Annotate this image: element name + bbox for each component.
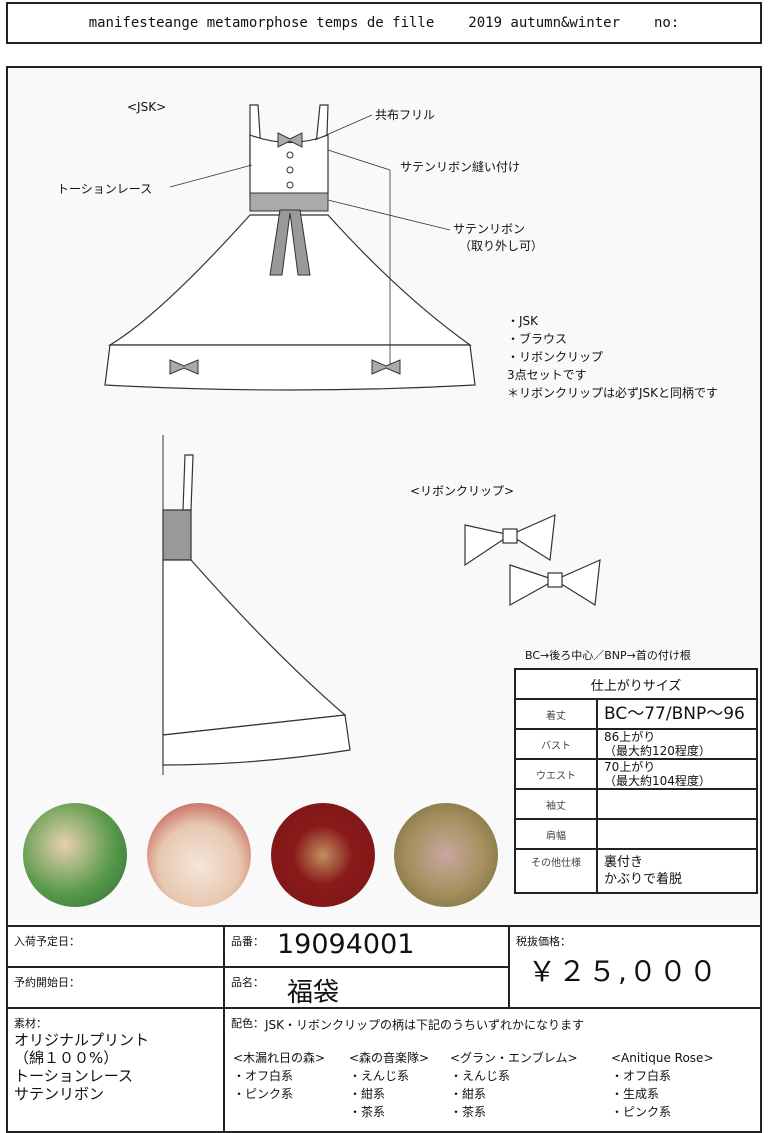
jsk-label: <JSK> — [127, 100, 167, 114]
size-value: 86上がり（最大約120程度） — [596, 728, 758, 760]
size-key: 袖丈 — [514, 788, 598, 820]
product-name: 福袋 — [287, 978, 340, 1008]
materials-list: オリジナルプリント（綿１００%）トーションレースサテンリボン — [14, 1031, 150, 1103]
size-title: 仕上がりサイズ — [514, 668, 758, 700]
name-cell: 品名：福袋 — [223, 966, 510, 1009]
ribbon-clip-drawing — [464, 514, 601, 607]
size-value — [596, 818, 758, 850]
code-cell: 品番：19094001 — [223, 925, 510, 968]
callout-frill: 共布フリル — [375, 108, 436, 122]
size-key: その他仕様 — [514, 848, 598, 894]
size-value: BC～77/BNP～96 — [596, 698, 758, 730]
pattern-4: <Anitique Rose>・オフ白系・生成系・ピンク系 — [611, 1051, 714, 1119]
note-line: ・JSK — [507, 314, 539, 328]
swatch-music — [147, 803, 251, 907]
callout-removable: （取り外し可） — [459, 239, 544, 253]
jsk-front-drawing — [104, 104, 476, 391]
callout-ribbon-sewn: サテンリボン縫い付け — [400, 160, 521, 174]
callout-lace: トーションレース — [57, 182, 153, 196]
price-cell: 税抜価格：￥２５,０００ — [508, 925, 762, 1009]
jsk-side-drawing — [162, 435, 351, 775]
number-label: no: — [654, 15, 680, 31]
note-line: ・リボンクリップ — [507, 350, 604, 364]
note-line: 3点セットです — [507, 368, 587, 382]
size-key: バスト — [514, 728, 598, 760]
price: ￥２５,０００ — [528, 955, 719, 988]
size-value: 裏付きかぶりで着脱 — [596, 848, 758, 894]
pattern-2: <森の音楽隊>・えんじ系・紺系・茶系 — [349, 1051, 430, 1119]
color-cell: 配色： JSK・リボンクリップの柄は下記のうちいずれかになります <木漏れ日の森… — [223, 1007, 762, 1133]
header-bar: manifesteange metamorphose temps de fill… — [6, 2, 762, 44]
size-note: BC→後ろ中心／BNP→首の付け根 — [525, 649, 691, 662]
arrival-cell: 入荷予定日： — [6, 925, 225, 968]
size-value — [596, 788, 758, 820]
swatch-emblem — [271, 803, 375, 907]
clip-label: <リボンクリップ> — [410, 484, 515, 498]
product-code: 19094001 — [277, 929, 415, 960]
color-note: JSK・リボンクリップの柄は下記のうちいずれかになります — [265, 1018, 585, 1032]
note-line: ・ブラウス — [507, 332, 568, 346]
note-line: ＊リボンクリップは必ずJSKと同柄です — [507, 386, 719, 400]
size-value: 70上がり（最大約104程度） — [596, 758, 758, 790]
swatch-komorebi — [23, 803, 127, 907]
reserve-cell: 予約開始日： — [6, 966, 225, 1009]
set-notes: ・JSK ・ブラウス ・リボンクリップ 3点セットです ＊リボンクリップは必ずJ… — [507, 312, 718, 402]
size-key: 肩幅 — [514, 818, 598, 850]
size-key: 着丈 — [514, 698, 598, 730]
callout-ribbon: サテンリボン — [453, 222, 526, 236]
brand-title: manifesteange metamorphose temps de fill… — [88, 15, 435, 31]
season: 2019 autumn&winter — [468, 15, 620, 31]
swatch-rose — [394, 803, 498, 907]
pattern-3: <グラン・エンブレム>・えんじ系・紺系・茶系 — [450, 1051, 578, 1119]
size-key: ウエスト — [514, 758, 598, 790]
pattern-1: <木漏れ日の森>・オフ白系・ピンク系 — [233, 1051, 326, 1101]
material-cell: 素材： オリジナルプリント（綿１００%）トーションレースサテンリボン — [6, 1007, 225, 1133]
